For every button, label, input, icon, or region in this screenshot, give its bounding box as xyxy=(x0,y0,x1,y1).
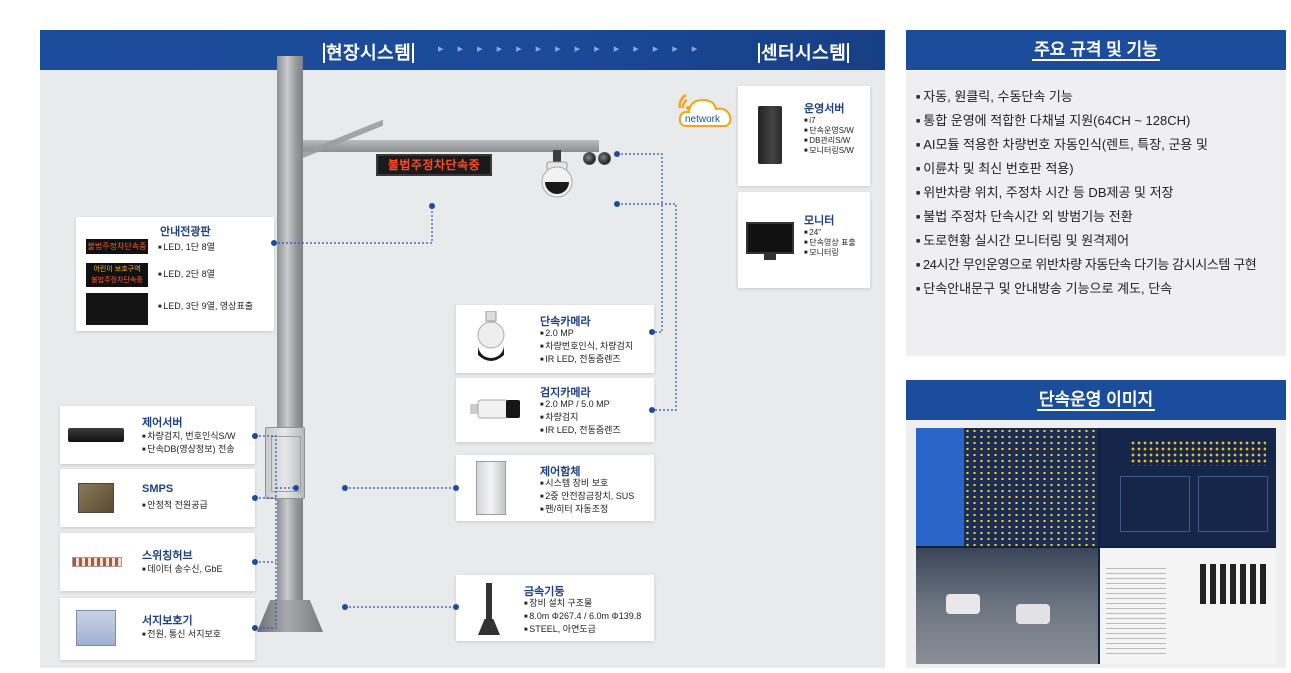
spec-item-cont: 이륜차 및 최신 번호판 적용) xyxy=(916,157,1256,181)
power-supply-icon xyxy=(78,483,114,513)
card-title: SMPS xyxy=(142,483,174,495)
field-system-title: 현장시스템 xyxy=(323,39,415,65)
arm-camera-icon xyxy=(583,152,596,165)
ops-server-specs: i7단속운영S/WDB관리S/W모니터링S/W xyxy=(804,116,854,156)
dome-camera-icon xyxy=(477,311,505,361)
specs-box: 자동, 원클릭, 수동단속 기능 통합 운영에 적합한 다채널 지원(64CH … xyxy=(906,71,1286,356)
card-surge-protector: 서지보호기 전원, 통신 서지보호 xyxy=(60,598,255,660)
card-title: 스위칭허브 xyxy=(142,550,193,562)
flow-arrows: ▸▸▸▸▸▸▸▸▸▸▸▸▸▸ xyxy=(438,43,712,55)
cabinet-icon xyxy=(476,461,506,515)
ops-screenshot xyxy=(916,428,1276,664)
spec-item: 도로현황 실시간 모니터링 및 원격제어 xyxy=(916,229,1256,253)
monitor-specs: 24"단속영상 표출모니터링 xyxy=(804,228,855,258)
switch-icon xyxy=(72,557,122,567)
card-title: 안내전광판 xyxy=(160,226,211,238)
control-server-specs: 차량검지, 번호인식S/W단속DB(영상정보) 전송 xyxy=(142,430,235,456)
led-sample-1: 불법주정차단속중 xyxy=(86,239,148,254)
led-sample-3 xyxy=(86,293,148,325)
ops-status-grid xyxy=(1130,440,1266,466)
spec-item: 불법 주정차 단속시간 외 방범기능 전환 xyxy=(916,205,1256,229)
card-control-cabinet: 제어함체 시스템 장비 보호2중 안전잠금장치, SUS팬/히터 자동조정 xyxy=(456,455,654,521)
spec-item: 통합 운영에 적합한 다채널 지원(64CH ~ 128CH) xyxy=(916,109,1256,133)
ops-chart-2 xyxy=(1198,476,1268,532)
detect-camera-specs: 2.0 MP / 5.0 MP차량검지IR LED, 전동줌렌즈 xyxy=(540,398,620,437)
monitor-icon xyxy=(746,222,794,254)
arm-led-sign: 불법주정차단속중 xyxy=(376,154,492,176)
spec-item: 자동, 원클릭, 수동단속 기능 xyxy=(916,85,1256,109)
specs-list: 자동, 원클릭, 수동단속 기능 통합 운영에 적합한 다채널 지원(64CH … xyxy=(916,85,1257,301)
card-title: 모니터 xyxy=(804,215,835,227)
enforce-camera-specs: 2.0 MP차량번호인식, 차량검지IR LED, 전동줌렌즈 xyxy=(540,327,633,366)
ops-car-2 xyxy=(1016,604,1050,624)
specs-header: 주요 규격 및 기능 xyxy=(906,30,1286,70)
server-tower-icon xyxy=(758,106,782,164)
arm-camera-icon xyxy=(598,152,611,165)
ops-sidebar xyxy=(916,428,964,546)
monitor-stand xyxy=(764,254,776,260)
surge-protector-icon xyxy=(76,610,116,646)
cabinet-specs: 시스템 장비 보호2중 안전잠금장치, SUS팬/히터 자동조정 xyxy=(540,477,634,516)
spec-item: AI모듈 적용한 차량번호 자동인식(렌트, 특장, 군용 및 xyxy=(916,133,1256,157)
pole-icon-base xyxy=(478,619,500,635)
card-title: 검지카메라 xyxy=(540,387,591,399)
ops-dashboard xyxy=(1100,428,1276,546)
ops-form-lines xyxy=(1106,568,1166,658)
pole-arm xyxy=(303,140,599,152)
card-title: 서지보호기 xyxy=(142,615,193,627)
ops-form-bars xyxy=(1200,564,1270,604)
ops-chart-1 xyxy=(1120,476,1190,532)
ops-video-feed xyxy=(916,548,1098,664)
ops-car-1 xyxy=(946,594,980,614)
connector-lines xyxy=(252,151,677,631)
ops-map xyxy=(964,428,1098,546)
dome-camera-icon xyxy=(541,150,573,198)
card-ops-server: 운영서버 i7단속운영S/WDB관리S/W모니터링S/W xyxy=(738,86,870,186)
led-sample-2-line1: 어린이 보호구역 xyxy=(93,266,141,273)
steel-pole xyxy=(277,56,303,626)
metal-pole-specs: 장비 설치 구조물8.0m Φ267.4 / 6.0m Φ139.8STEEL,… xyxy=(524,597,641,636)
center-system-title: 센터시스템 xyxy=(758,39,850,65)
card-detect-camera: 검지카메라 2.0 MP / 5.0 MP차량검지IR LED, 전동줌렌즈 xyxy=(456,378,654,442)
mini-pc-icon xyxy=(68,428,124,442)
card-title: 운영서버 xyxy=(804,103,845,115)
switch-hub-specs: 데이터 송수신, GbE xyxy=(142,563,222,576)
ops-form xyxy=(1100,548,1276,664)
card-title: 금속기둥 xyxy=(524,586,565,598)
led-sample-2-line2: 불법주정차단속중 xyxy=(91,277,143,284)
diagram-header: 현장시스템 ▸▸▸▸▸▸▸▸▸▸▸▸▸▸ 센터시스템 xyxy=(40,30,885,70)
spec-item: 위반차량 위치, 주정차 시간 등 DB제공 및 저장 xyxy=(916,181,1256,205)
surge-specs: 전원, 통신 서지보호 xyxy=(142,628,221,641)
card-monitor: 모니터 24"단속영상 표출모니터링 xyxy=(738,192,870,288)
network-cloud-icon xyxy=(678,93,732,127)
bullet-camera-icon xyxy=(470,399,520,419)
ops-image-box xyxy=(906,420,1286,668)
card-metal-pole: 금속기둥 장비 설치 구조물8.0m Φ267.4 / 6.0m Φ139.8S… xyxy=(456,575,654,641)
spec-item: 24시간 무인운영으로 위반차량 자동단속 다기능 감시시스템 구현 xyxy=(916,253,1257,277)
led-board-item-2: LED, 2단 8열 xyxy=(158,268,215,281)
ops-header: 단속운영 이미지 xyxy=(906,380,1286,420)
card-smps: SMPS 안정적 전원공급 xyxy=(60,469,255,527)
card-switch-hub: 스위칭허브 데이터 송수신, GbE xyxy=(60,533,255,591)
card-enforce-camera: 단속카메라 2.0 MP차량번호인식, 차량검지IR LED, 전동줌렌즈 xyxy=(456,305,654,373)
network-label: network xyxy=(685,114,721,125)
smps-specs: 안정적 전원공급 xyxy=(142,499,207,512)
pole-icon xyxy=(486,583,492,621)
card-title: 제어함체 xyxy=(540,466,581,478)
led-board-item-1: LED, 1단 8열 xyxy=(158,241,215,254)
card-title: 단속카메라 xyxy=(540,316,591,328)
card-control-server: 제어서버 차량검지, 번호인식S/W단속DB(영상정보) 전송 xyxy=(60,406,255,464)
spec-item: 단속안내문구 및 안내방송 기능으로 계도, 단속 xyxy=(916,277,1256,301)
card-title: 제어서버 xyxy=(142,417,183,429)
led-board-item-3: LED, 3단 9열, 영상표출 xyxy=(158,300,253,313)
